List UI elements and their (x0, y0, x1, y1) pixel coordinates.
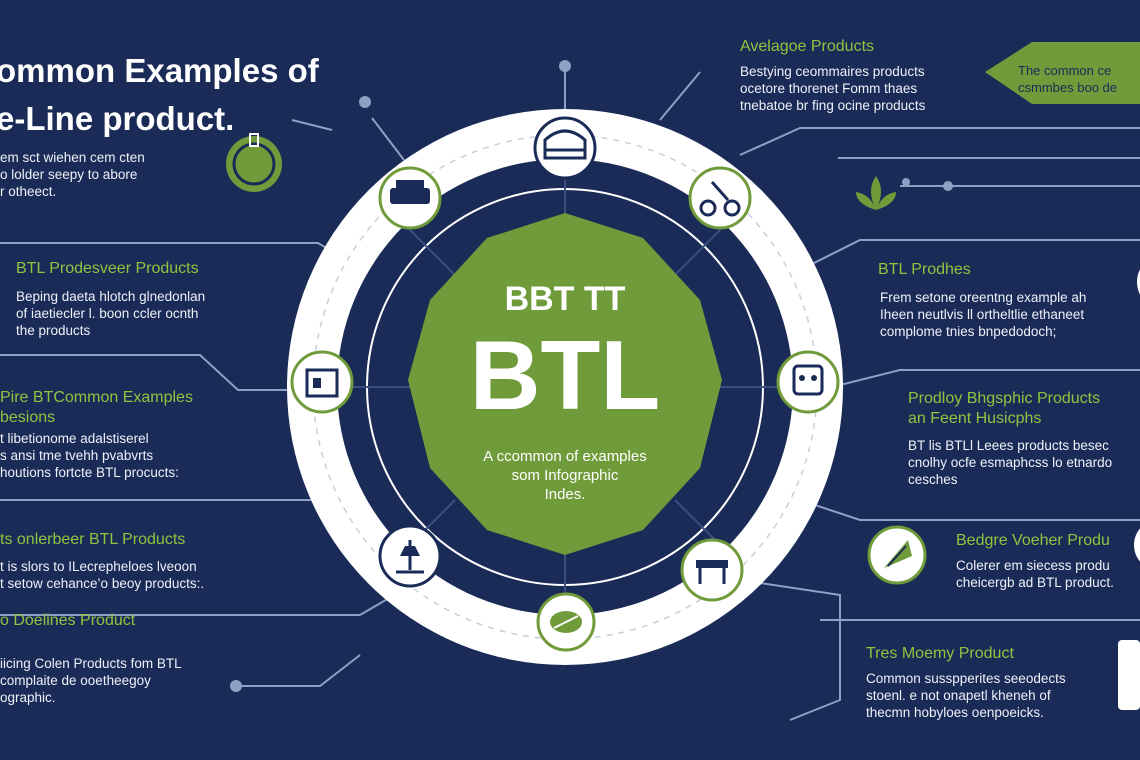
connector-lines (0, 70, 1140, 721)
center-subtitle: A ccommon of examples som Infographic In… (483, 448, 647, 503)
left-section-3-body: t is slors to ILecrepheloes lveoon t set… (0, 559, 205, 591)
center-badge (408, 213, 722, 555)
rowing-icon (688, 166, 752, 230)
left-section-3-heading: ts onlerbeer BTL Products (0, 531, 186, 548)
left-section-2-heading: Pire BTCommon Examples besions (0, 389, 193, 426)
right-section-1-heading: Avelagoe Products (740, 38, 875, 55)
center-top-label: BBT TT (504, 280, 626, 318)
ring-icons (290, 116, 840, 652)
right-section-2-body: Frem setone oreentng example ah Iheen ne… (880, 290, 1087, 339)
lamp-icon (378, 524, 442, 588)
tool-icon (1134, 528, 1140, 562)
page-title-line2: e-Line product. (0, 100, 235, 137)
center-main-label: BTL (469, 320, 661, 430)
left-section-2-body: t libetionome adalstiserel s ansi tme tv… (0, 431, 179, 480)
robot-icon (776, 350, 840, 414)
right-banner (985, 42, 1140, 104)
bulb-icon (226, 133, 282, 192)
plant-icon (856, 176, 896, 210)
car-icon (378, 166, 442, 230)
leaf-icon (536, 592, 596, 652)
tree-icon (867, 525, 927, 585)
right-section-2-heading: BTL Prodhes (878, 261, 971, 278)
left-section-1-heading: BTL Prodesveer Products (16, 260, 199, 277)
left-section-1-body: Beping daeta hlotch glnedonlan of iaetie… (16, 289, 206, 338)
drone-icon (1137, 269, 1140, 295)
bench-icon (680, 538, 744, 602)
right-section-4-body: Colerer em siecess produ cheicergb ad BT… (956, 558, 1114, 590)
right-section-3-heading: Prodloy Bhgsphic Products an Feent Husic… (908, 390, 1101, 427)
right-section-1-body: Bestying ceommaires products ocetore tho… (740, 64, 926, 113)
helmet-icon (533, 116, 597, 180)
box-icon (290, 350, 354, 414)
page-title-line1: ommon Examples of (0, 52, 319, 89)
left-section-4-body: iicing Colen Products fom BTL complaite … (0, 656, 182, 705)
right-section-5-body: Common susspperites seeodects stoenl. e … (866, 671, 1066, 720)
right-banner-text: The common ce csmmbes boo de (1018, 63, 1117, 95)
right-section-5-heading: Tres Moemy Product (866, 645, 1014, 662)
left-section-4-heading: o Doelines Product (0, 612, 136, 629)
right-section-4-heading: Bedgre Voeher Produ (956, 532, 1110, 549)
right-section-3-body: BT lis BTLl Leees products besec cnolhy … (908, 438, 1113, 487)
edge-tab (1118, 640, 1140, 710)
connector-dots (230, 60, 953, 692)
intro-text: em sct wiehen cem cten o lolder seepy to… (0, 150, 145, 199)
